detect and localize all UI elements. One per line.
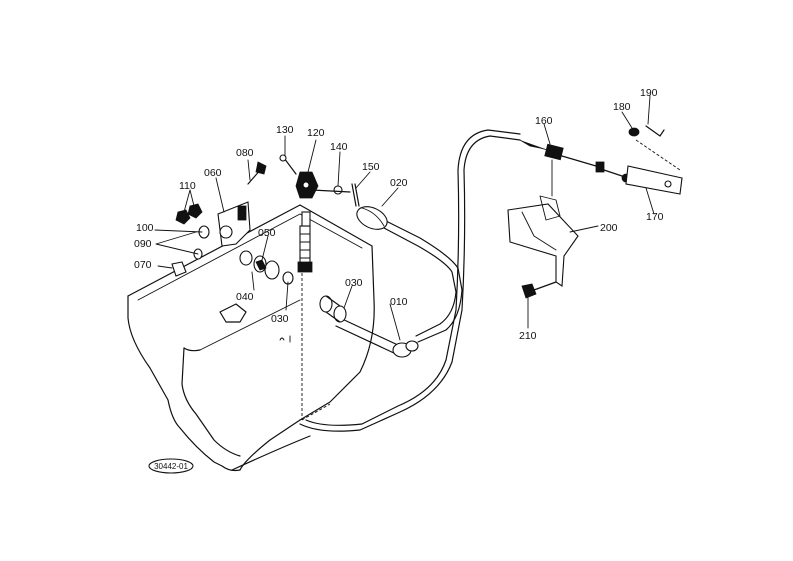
- label-110: 110: [179, 180, 196, 192]
- cable-assembly-right: [507, 125, 683, 299]
- label-100: 100: [136, 222, 154, 234]
- bushing-030-right: [319, 295, 347, 323]
- label-080: 080: [236, 147, 254, 159]
- label-130: 130: [276, 124, 294, 136]
- reference-tag: 30442-01: [148, 458, 194, 474]
- lever-010: [335, 317, 419, 358]
- bracket-assembly-left: [171, 161, 294, 285]
- label-120: 120: [307, 127, 325, 139]
- label-020: 020: [390, 177, 408, 189]
- label-040: 040: [236, 291, 254, 303]
- label-030-left: 030: [271, 313, 289, 325]
- part-labels: 010 020 030 030 040 050 060 070 080 090 …: [134, 87, 664, 342]
- label-070: 070: [134, 259, 152, 271]
- label-090: 090: [134, 238, 152, 250]
- grip-020: [356, 206, 388, 230]
- fuel-line: [231, 129, 521, 471]
- label-170: 170: [646, 211, 664, 223]
- label-140: 140: [330, 141, 348, 153]
- label-180: 180: [613, 101, 631, 113]
- label-050: 050: [258, 227, 276, 239]
- fuel-tank: [127, 204, 375, 472]
- label-060: 060: [204, 167, 222, 179]
- valve-assembly: [279, 154, 360, 273]
- label-150: 150: [362, 161, 380, 173]
- reference-code: 30442-01: [154, 462, 188, 471]
- label-210: 210: [519, 330, 537, 342]
- label-160: 160: [535, 115, 553, 127]
- label-200: 200: [600, 222, 618, 234]
- label-010: 010: [390, 296, 408, 308]
- leader-lines: [154, 95, 655, 341]
- label-190: 190: [640, 87, 658, 99]
- label-030-right: 030: [345, 277, 363, 289]
